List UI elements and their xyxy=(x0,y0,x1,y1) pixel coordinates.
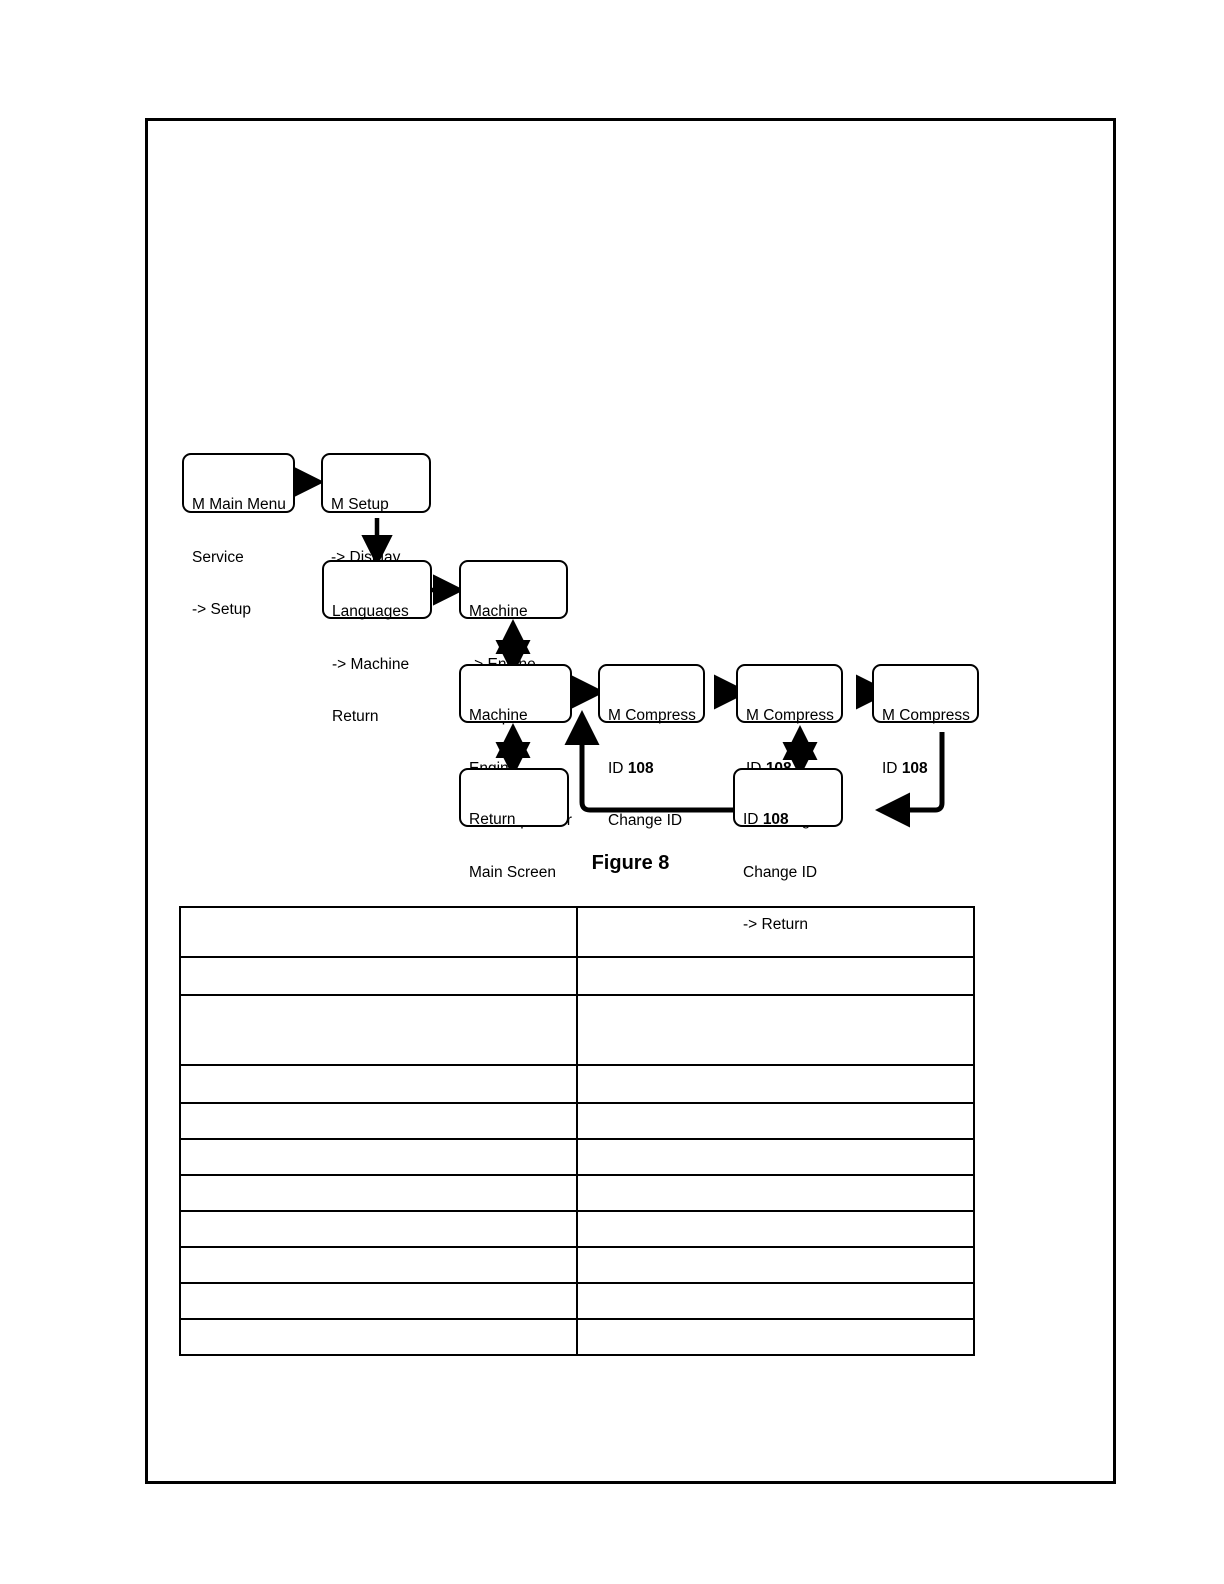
table-cell-right xyxy=(576,1282,975,1320)
table-cell-right xyxy=(576,1246,975,1284)
table-cell-right xyxy=(576,1064,975,1104)
table-cell-left xyxy=(179,1210,578,1248)
table-row xyxy=(179,1174,975,1212)
table-cell-right xyxy=(576,1102,975,1140)
table-cell-left xyxy=(179,1246,578,1284)
table-cell-left xyxy=(179,1138,578,1176)
table-cell-right xyxy=(576,1138,975,1176)
table-row xyxy=(179,956,975,996)
spec-table-body xyxy=(179,906,975,1356)
table-cell-right xyxy=(576,1318,975,1356)
table-row xyxy=(179,1102,975,1140)
table-row xyxy=(179,1318,975,1356)
table-row xyxy=(179,1210,975,1248)
table-cell-left xyxy=(179,1064,578,1104)
table-cell-left xyxy=(179,1318,578,1356)
table-row xyxy=(179,1282,975,1320)
table-cell-left xyxy=(179,956,578,996)
table-cell-right xyxy=(576,994,975,1066)
table-cell-left xyxy=(179,906,578,958)
table-row xyxy=(179,1246,975,1284)
table-cell-right xyxy=(576,956,975,996)
table-row xyxy=(179,906,975,958)
table-row xyxy=(179,1138,975,1176)
table-cell-left xyxy=(179,994,578,1066)
table-cell-right xyxy=(576,906,975,958)
table-cell-left xyxy=(179,1174,578,1212)
spec-table xyxy=(179,906,975,1356)
table-cell-left xyxy=(179,1282,578,1320)
table-cell-right xyxy=(576,1174,975,1212)
table-cell-left xyxy=(179,1102,578,1140)
table-cell-right xyxy=(576,1210,975,1248)
table-row xyxy=(179,994,975,1066)
table-row xyxy=(179,1064,975,1104)
